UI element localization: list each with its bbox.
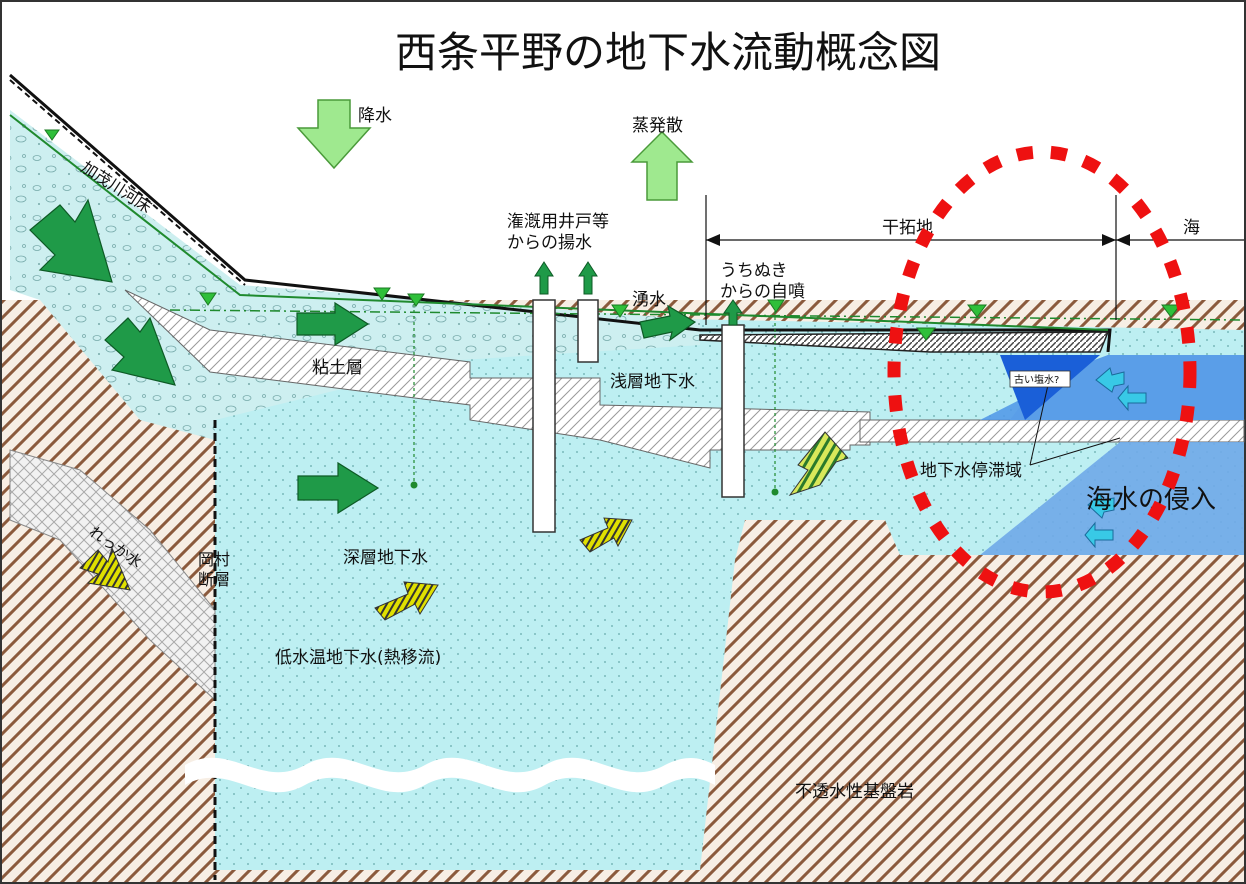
flow-arrow-1	[29, 198, 113, 283]
piezometer-point-2	[771, 488, 779, 496]
label-irrigation-wells-1: 潅漑用井戸等	[507, 212, 609, 232]
label-precipitation: 降水	[358, 106, 392, 126]
clay-layer-band	[124, 289, 871, 469]
water-level-dashed	[169, 309, 1245, 321]
wavy-break	[185, 757, 715, 793]
evapotranspiration-arrow	[630, 130, 694, 201]
slope-line	[9, 79, 246, 286]
stagnant-pointer-2	[1029, 437, 1121, 466]
label-spring: 湧水	[632, 290, 666, 310]
flow-arrow-5	[297, 461, 380, 515]
seawater-arrow-4	[1084, 521, 1114, 549]
flow-arrow-4	[639, 304, 697, 342]
label-uchinuki-2: からの自噴	[720, 282, 805, 302]
precipitation-arrow	[296, 99, 372, 170]
uchinuki-well	[721, 324, 745, 498]
label-irrigation-wells-2: からの揚水	[507, 233, 592, 253]
label-impermeable-bedrock: 不透水性基盤岩	[795, 782, 914, 802]
label-low-temp-groundwater: 低水温地下水(熱移流)	[275, 648, 441, 668]
heat-arrow-2	[374, 581, 439, 621]
reclaimed-land-surface	[699, 331, 1110, 353]
highlight-circle	[887, 145, 1197, 599]
stagnant-pointer-1	[1029, 384, 1049, 466]
irrigation-well-2	[577, 299, 599, 363]
label-evapotranspiration: 蒸発散	[632, 116, 683, 136]
piezometer-point-1	[410, 481, 418, 489]
label-clay-layer: 粘土層	[312, 358, 363, 378]
label-deep-groundwater: 深層地下水	[343, 548, 428, 568]
groundwater-basin	[215, 310, 1244, 870]
gravel-fan	[10, 110, 700, 440]
seawater-arrow-3	[1087, 493, 1115, 519]
heat-arrow-1	[579, 517, 633, 553]
ground-surface	[9, 73, 1112, 353]
diagram-title: 西条平野の地下水流動概念図	[395, 28, 941, 77]
label-uchinuki-1: うちぬき	[720, 261, 788, 281]
rekka-water-arrow	[79, 546, 131, 591]
label-okamura-fault-1: 岡村	[198, 550, 230, 569]
label-shallow-groundwater: 浅層地下水	[610, 372, 695, 392]
pumping-arrow-1	[534, 261, 554, 295]
label-old-saltwater: 古い塩水?	[1014, 373, 1059, 386]
flow-arrow-2	[104, 316, 176, 386]
seawater-arrow-2	[1117, 384, 1147, 412]
clay-layer-east	[859, 419, 1245, 443]
flow-arrow-3	[296, 301, 370, 347]
artesian-arrow	[723, 299, 743, 326]
water-level-markers	[44, 129, 1181, 341]
pumping-arrow-2	[578, 261, 598, 295]
upwelling-arrow	[788, 431, 849, 496]
water-table-line	[9, 114, 1109, 331]
label-sea: 海	[1183, 218, 1200, 238]
seawater-arrow-1	[1095, 367, 1125, 393]
old-saltwater-box	[1009, 370, 1071, 388]
irrigation-well-1	[532, 299, 556, 533]
label-okamura-fault-2: 断層	[198, 570, 230, 589]
label-stagnant-zone: 地下水停滞域	[920, 461, 1022, 481]
